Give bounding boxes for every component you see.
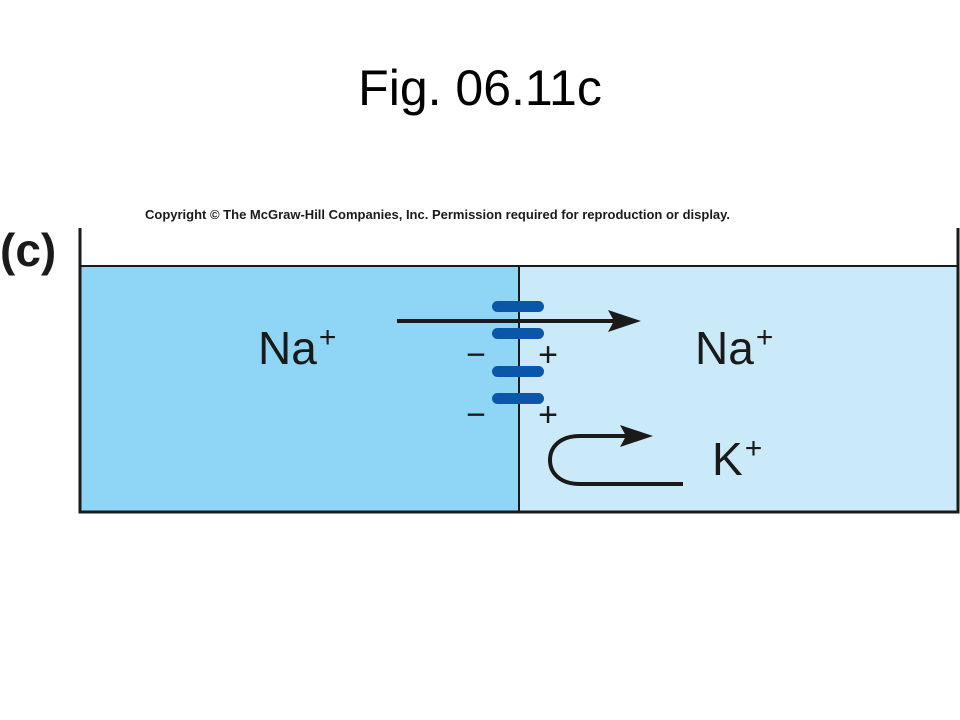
membrane-channel: [492, 328, 544, 339]
sodium-arrow-head: [608, 310, 641, 332]
ion-label-left-na: Na+: [258, 321, 336, 374]
ion-label-right-k: K+: [712, 432, 762, 485]
right-compartment: [519, 266, 958, 511]
panel-label: (c): [0, 224, 57, 276]
negative-charge: −: [466, 396, 486, 434]
copyright-notice: Copyright © The McGraw-Hill Companies, I…: [145, 207, 731, 222]
ion-base: K: [712, 433, 743, 485]
membrane-channel: [492, 301, 544, 312]
ion-label-right-na: Na+: [695, 321, 773, 374]
positive-charge: +: [538, 396, 558, 434]
ion-base: Na: [258, 322, 317, 374]
membrane-channel: [492, 366, 544, 377]
ion-charge: +: [756, 321, 774, 354]
ion-base: Na: [695, 322, 754, 374]
slide-title: Fig. 06.11c: [358, 60, 602, 116]
membrane-channel: [492, 393, 544, 404]
negative-charge: −: [466, 336, 486, 374]
potassium-arrow-head: [620, 425, 653, 447]
ion-charge: +: [745, 432, 763, 465]
left-compartment: [80, 266, 519, 511]
potassium-return-arrow: [547, 434, 683, 486]
positive-charge: +: [538, 336, 558, 374]
ion-charge: +: [319, 321, 337, 354]
